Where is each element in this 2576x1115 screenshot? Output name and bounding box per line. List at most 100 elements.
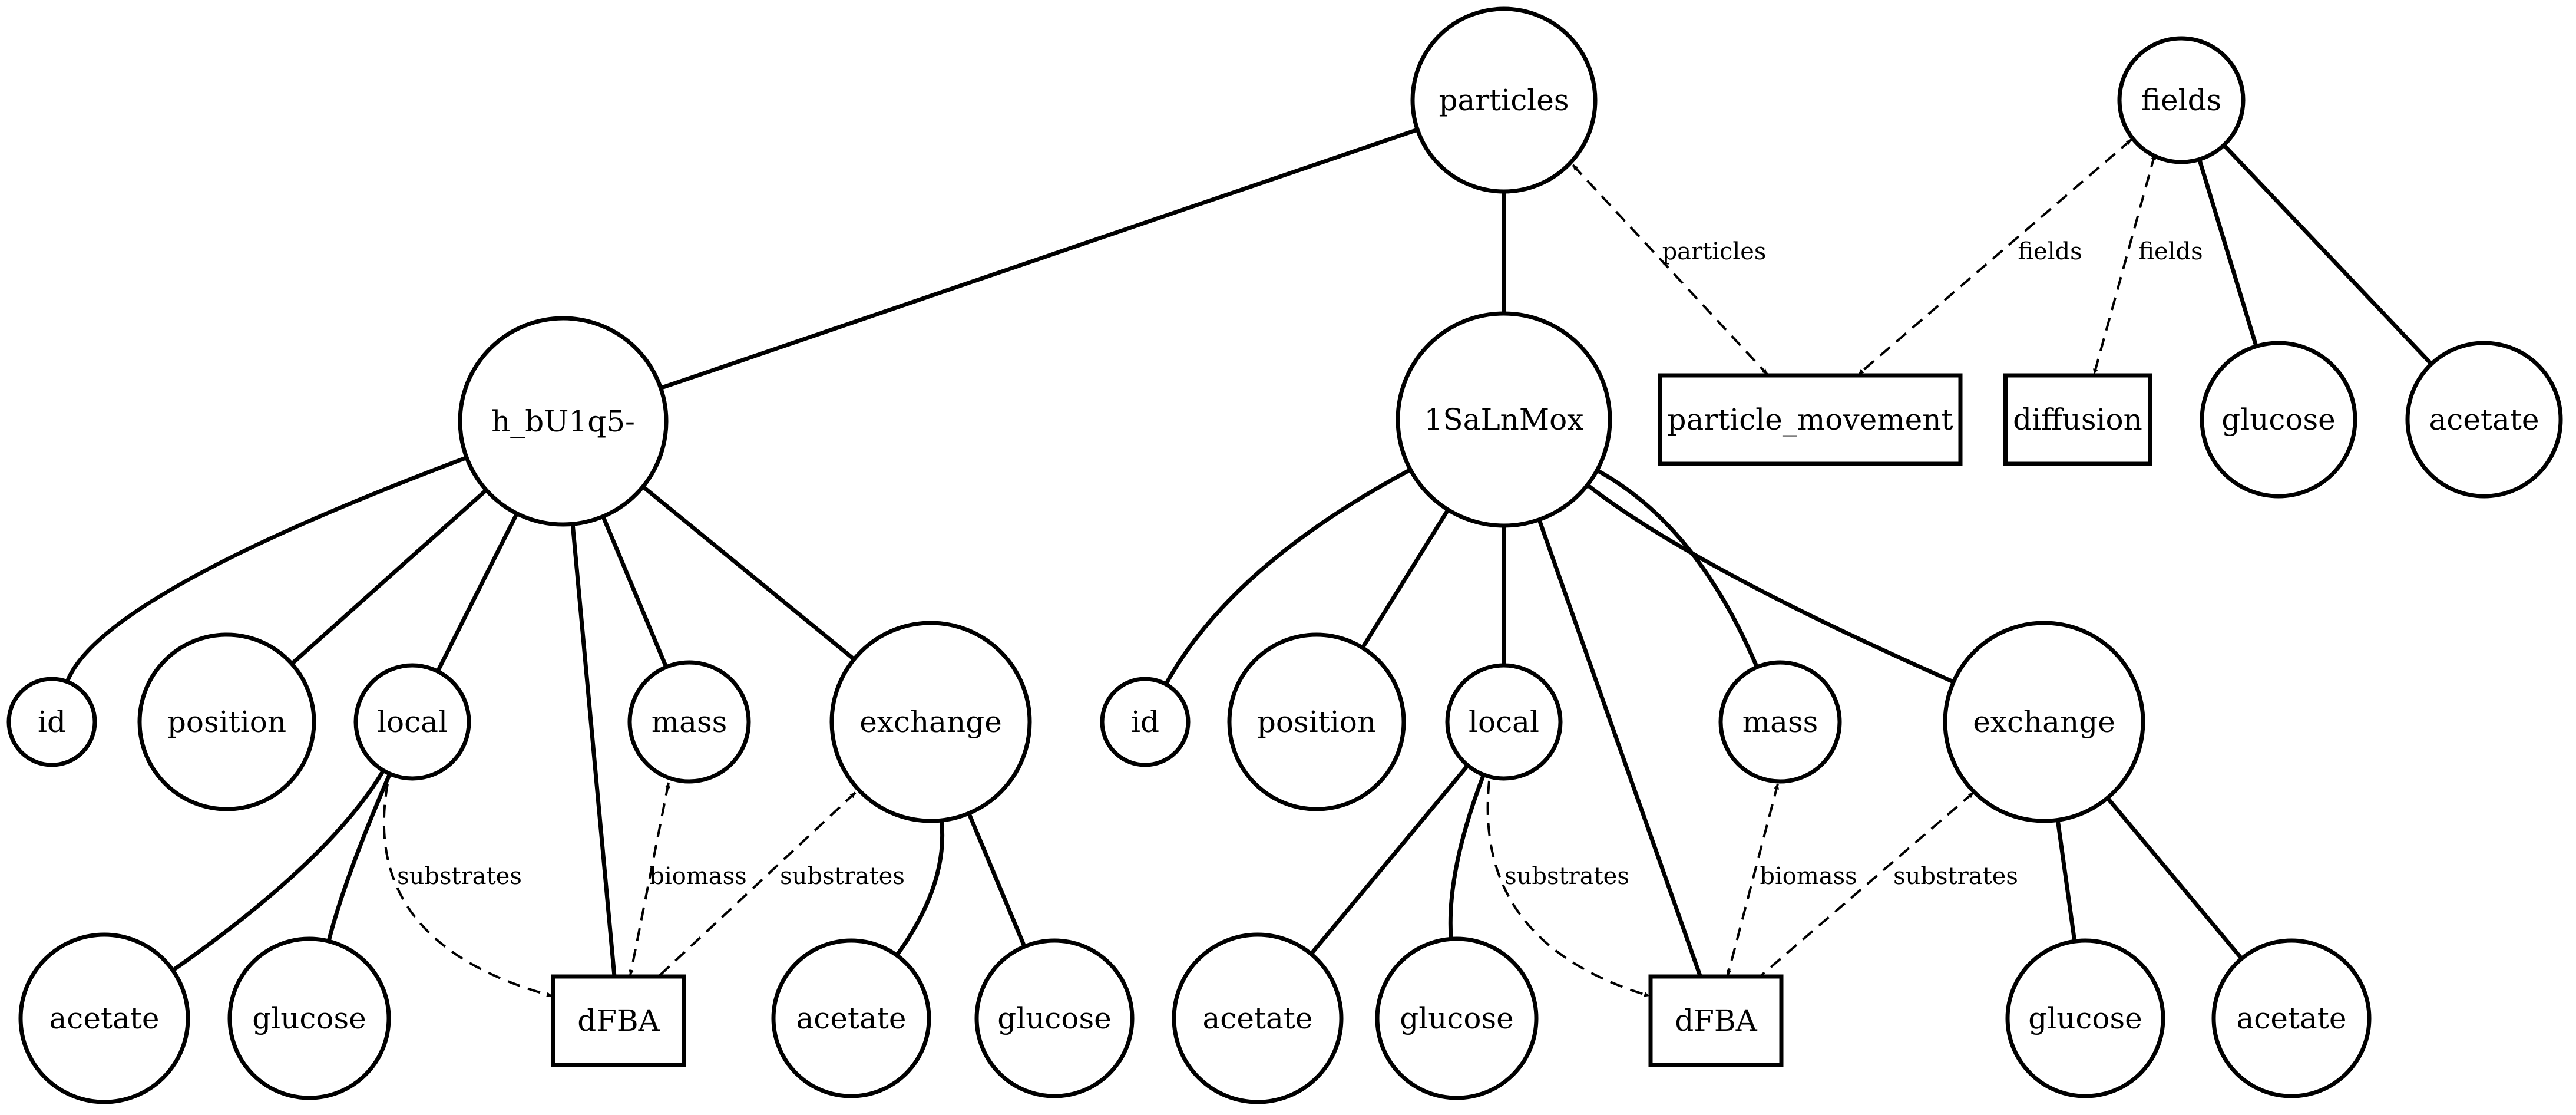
edge-label: biomass [1760,863,1857,890]
store-circle [627,660,751,784]
node-label: glucose [2221,403,2336,437]
node-label: id [1131,705,1159,739]
node-p2exglc: glucose [2005,938,2165,1098]
node-p1locace: acetate [18,932,190,1104]
edge-p1loc-p1locace [171,769,385,972]
process-box [1648,974,1784,1067]
edge-fields-diff [2093,154,2156,375]
store-circle [1718,660,1842,784]
edge-p1loc-p1locglc [326,773,392,942]
process-box [551,974,686,1067]
node-label: acetate [1203,1001,1313,1035]
node-label: acetate [796,1001,907,1035]
node-p2: 1SaLnMox [1396,311,1612,528]
node-face: acetate [2405,341,2563,499]
node-p1mass: mass [627,660,751,784]
node-label: particle_movement [1667,403,1953,437]
node-label: position [1257,705,1376,739]
node-label: dFBA [577,1004,660,1038]
edge-p2-p2pos [1361,509,1450,649]
node-p1exace: acetate [771,938,931,1098]
node-label: glucose [2028,1001,2142,1035]
store-circle [1396,311,1612,528]
node-label: dFBA [1675,1004,1757,1038]
store-circle [353,663,471,781]
node-label: local [1469,705,1539,739]
store-circle [1445,663,1563,781]
edge-p1loc-p1dfba [382,783,553,997]
edge-particles-pm [1572,164,1768,375]
edge-label: biomass [649,863,746,890]
node-label: acetate [49,1001,160,1035]
node-label: particles [1439,83,1569,117]
node-p2pos: position [1227,632,1406,811]
edge-p2mass-p2dfba [1726,783,1780,976]
store-circle [18,932,190,1104]
edge-label: fields [2018,238,2082,265]
store-circle [2005,938,2165,1098]
edge-p2-p2dfba [1537,519,1702,978]
edge-label: substrates [780,863,905,890]
edge-label: fields [2138,238,2203,265]
store-circle [458,316,669,527]
node-p2dfba: dFBA [1648,974,1784,1067]
edges-layer [65,127,2433,997]
node-label: 1SaLnMox [1424,403,1584,437]
store-circle [137,632,316,811]
process-box [2003,373,2152,466]
store-circle [1100,677,1191,767]
edge-p2-p2id [1164,467,1411,685]
edge-fields-pm [1857,138,2132,375]
node-label: mass [1742,705,1818,739]
node-label: fields [2141,83,2222,117]
edge-p2-p2mass [1596,468,1759,668]
node-fglc: glucose [2200,341,2357,499]
edge-label: substrates [1893,863,2018,890]
node-particles: particles [1410,6,1598,194]
store-circle [2405,341,2563,499]
node-p2id: id [1100,677,1191,767]
node-label: exchange [1973,705,2115,739]
node-label: mass [652,705,728,739]
node-label: exchange [859,705,1002,739]
node-label: glucose [997,1001,1112,1035]
node-label: acetate [2237,1001,2347,1035]
edge-label: substrates [397,863,522,890]
edge-p1-p1ex [641,485,856,661]
edge-p1-p1id [65,456,468,683]
edge-p2ex-p2exace [2105,796,2244,960]
edge-label: particles [1662,238,1767,265]
edge-p1ex-p1exglc [967,812,1027,948]
node-label: acetate [2429,403,2539,437]
edge-p2loc-p2dfba [1486,780,1650,997]
edge-p1ex-p1exace [895,820,945,957]
edge-particles-p1 [660,127,1418,390]
node-p2exace: acetate [2211,938,2372,1098]
edge-p1-p1pos [290,488,488,666]
node-p1: h_bU1q5- [458,316,669,527]
store-circle [1410,6,1598,194]
edge-p1-p1loc [435,512,519,672]
node-p1loc: local [353,663,471,781]
store-circle [2211,938,2372,1098]
store-circle [771,938,931,1098]
node-p1ex: exchange [829,621,1032,823]
store-circle [2200,341,2357,499]
edge-label: substrates [1504,863,1629,890]
node-label: id [38,705,66,739]
node-fields: fields [2117,36,2246,164]
node-p2locglc: glucose [1375,936,1539,1100]
edge-p2ex-p2dfba [1760,791,1975,977]
edge-p2loc-p2locace [1310,764,1470,956]
node-label: glucose [1400,1001,1514,1035]
node-diff: diffusion [2003,373,2152,466]
edge-fields-face [2222,143,2433,366]
edge-fields-fglc [2197,159,2258,347]
node-p2ex: exchange [1943,621,2145,823]
store-circle [6,677,97,767]
store-circle [227,936,391,1100]
edge-p1mass-p1dfba [629,782,670,976]
node-pm: particle_movement [1658,373,1963,466]
node-p2locace: acetate [1172,932,1344,1104]
